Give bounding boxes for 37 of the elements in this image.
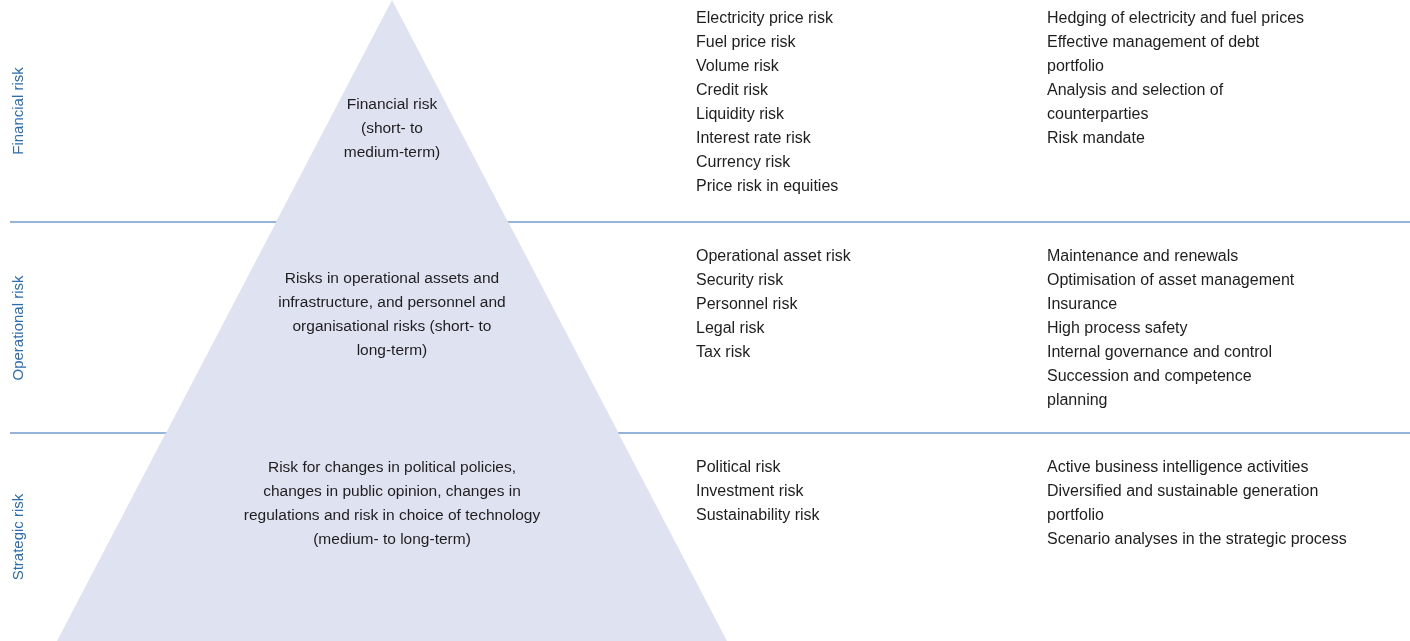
- mitigation-item: Succession and competence planning: [1047, 366, 1253, 410]
- pyramid-segment: [275, 0, 508, 222]
- section-label: Strategic risk: [9, 493, 26, 581]
- mitigation-item: Scenario analyses in the strategic process: [1047, 529, 1347, 549]
- risk-item: Price risk in equities: [696, 176, 839, 196]
- mitigation-item: Insurance: [1047, 294, 1118, 314]
- risk-item: Fuel price risk: [696, 32, 796, 52]
- risk-item: Legal risk: [696, 318, 765, 338]
- segment-text: Risks in operational assets and infrastructure, and personnel and organisational risks (short- to long-term): [277, 268, 507, 360]
- risk-item: Currency risk: [696, 152, 791, 172]
- risk-item: Credit risk: [696, 80, 768, 100]
- mitigation-item: Diversified and sustainable generation portfolio: [1047, 481, 1320, 525]
- risk-item: Electricity price risk: [696, 8, 833, 28]
- segment-text: Risk for changes in political policies, changes in public opinion, changes in regulations and risk in choice of technology (medium- to long-term): [242, 457, 542, 549]
- section-label: Financial risk: [9, 67, 26, 155]
- risk-item: Security risk: [696, 270, 784, 290]
- mitigation-item: Maintenance and renewals: [1047, 246, 1239, 266]
- risk-item: Political risk: [696, 457, 781, 477]
- mitigation-item: Analysis and selection of counterparties: [1047, 80, 1225, 124]
- risk-item: Interest rate risk: [696, 128, 811, 148]
- mitigation-item: Internal governance and control: [1047, 342, 1273, 362]
- risk-item: Investment risk: [696, 481, 804, 501]
- segment-text: Financial risk (short- to medium-term): [342, 94, 442, 162]
- mitigation-item: Optimisation of asset management: [1047, 270, 1295, 290]
- risk-item: Operational asset risk: [696, 246, 851, 266]
- risk-item: Liquidity risk: [696, 104, 785, 124]
- mitigation-item: Hedging of electricity and fuel prices: [1047, 8, 1305, 28]
- mitigation-item: Risk mandate: [1047, 128, 1145, 148]
- mitigation-item: Effective management of debt portfolio: [1047, 32, 1261, 76]
- mitigation-item: Active business intelligence activities: [1047, 457, 1309, 477]
- mitigation-item: High process safety: [1047, 318, 1188, 338]
- risk-item: Tax risk: [696, 342, 751, 362]
- section-label: Operational risk: [9, 275, 26, 380]
- risk-item: Sustainability risk: [696, 505, 820, 525]
- pyramid-segment: [165, 222, 619, 433]
- risk-item: Volume risk: [696, 56, 779, 76]
- risk-item: Personnel risk: [696, 294, 798, 314]
